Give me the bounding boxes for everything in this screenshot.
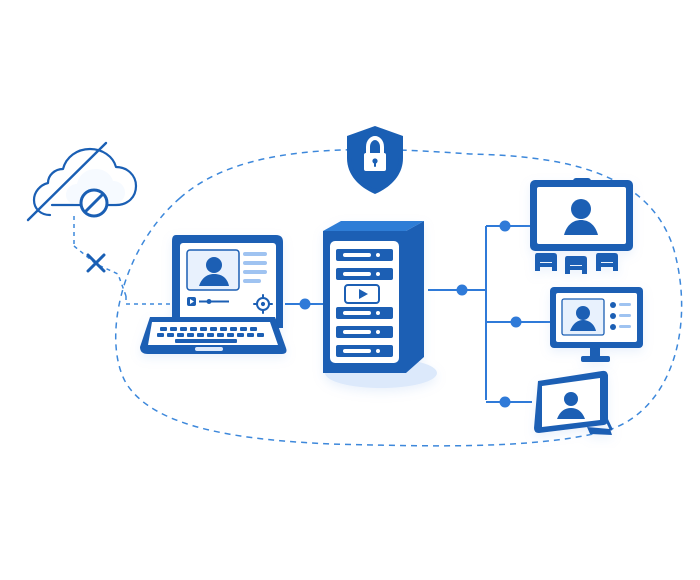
conference-room-icon	[530, 178, 633, 274]
blocked-connection-icon	[86, 253, 106, 273]
tablet-node	[499, 396, 511, 408]
cloud-blocked-icon	[26, 141, 138, 222]
tablet-icon	[534, 370, 613, 435]
laptop-server-node	[299, 298, 311, 310]
monitor-icon	[550, 287, 643, 362]
blocked-route-dashed-line-extension	[125, 296, 186, 305]
blocked-route-dashed-line	[73, 216, 127, 297]
lock-shield-icon	[347, 126, 403, 194]
server-distribution-node	[456, 284, 468, 296]
server-icon	[323, 221, 437, 388]
room-node	[499, 220, 511, 232]
laptop-icon	[140, 235, 287, 354]
monitor-node	[510, 316, 522, 328]
